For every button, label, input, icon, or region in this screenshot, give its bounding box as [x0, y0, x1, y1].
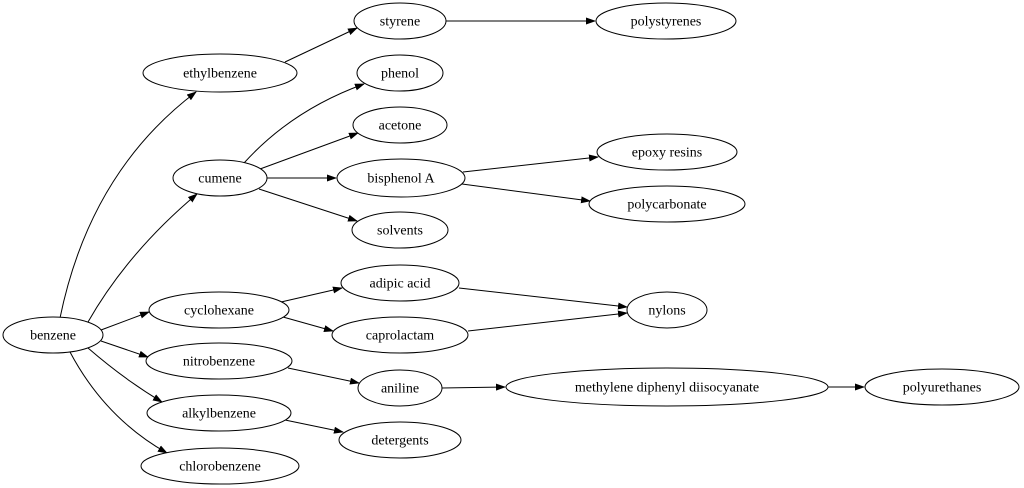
edge-benzene-ethylbenzene: [59, 91, 197, 319]
edge-alkylbenzene-detergents: [284, 419, 344, 434]
node-solvents-label: solvents: [377, 224, 423, 239]
node-adipicacid-shape: [340, 264, 460, 302]
node-solvents: solvents: [351, 211, 449, 249]
node-polyurethanes: polyurethanes: [864, 368, 1020, 406]
node-mdi: methylene diphenyl diisocyanate: [505, 367, 829, 407]
edge-nitrobenzene-aniline: [287, 367, 360, 385]
node-alkylbenzene-label: alkylbenzene: [182, 407, 256, 422]
node-mdi-shape: [505, 367, 829, 407]
edge-benzene-cumene: [87, 193, 198, 323]
node-phenol: phenol: [356, 54, 444, 92]
node-polystyrenes-shape: [595, 2, 737, 40]
node-polyurethanes-label: polyurethanes: [903, 381, 982, 396]
node-nylons-shape: [626, 291, 708, 329]
edge-bisphenolA-epoxyresins: [462, 154, 599, 173]
edge-cumene-phenol: [243, 83, 365, 164]
node-styrene-label: styrene: [380, 15, 420, 30]
edge-benzene-chlorobenzene: [69, 351, 168, 454]
node-nylons: nylons: [626, 291, 708, 329]
node-cumene-label: cumene: [198, 172, 242, 187]
node-caprolactam: caprolactam: [331, 316, 469, 354]
node-ethylbenzene: ethylbenzene: [142, 53, 298, 93]
edge-adipicacid-nylons: [458, 287, 628, 310]
node-detergents-label: detergents: [371, 434, 428, 449]
edge-cyclohexane-caprolactam: [282, 316, 334, 332]
node-alkylbenzene: alkylbenzene: [146, 394, 292, 432]
edge-bisphenolA-polycarbonate: [461, 183, 591, 204]
edge-benzene-nitrobenzene: [100, 340, 149, 358]
node-polycarbonate-label: polycarbonate: [627, 198, 706, 213]
node-adipicacid: adipic acid: [340, 264, 460, 302]
node-aniline: aniline: [357, 369, 443, 407]
node-bisphenolA-shape: [336, 158, 466, 198]
node-epoxyresins-label: epoxy resins: [632, 146, 702, 161]
node-solvents-shape: [351, 211, 449, 249]
node-benzene-label: benzene: [30, 329, 76, 344]
node-polystyrenes: polystyrenes: [595, 2, 737, 40]
node-cumene-shape: [172, 159, 268, 197]
node-phenol-shape: [356, 54, 444, 92]
edge-cyclohexane-adipicacid: [280, 286, 343, 303]
node-acetone: acetone: [352, 106, 448, 144]
node-alkylbenzene-shape: [146, 394, 292, 432]
node-nitrobenzene: nitrobenzene: [145, 342, 293, 380]
node-cumene: cumene: [172, 159, 268, 197]
node-epoxyresins: epoxy resins: [596, 133, 738, 171]
node-chlorobenzene-label: chlorobenzene: [179, 460, 261, 475]
node-styrene: styrene: [353, 2, 447, 40]
edge-aniline-mdi: [441, 383, 506, 391]
node-detergents: detergents: [338, 421, 462, 459]
node-phenol-label: phenol: [381, 67, 419, 82]
node-polyurethanes-shape: [864, 368, 1020, 406]
node-nitrobenzene-shape: [145, 342, 293, 380]
node-adipicacid-label: adipic acid: [369, 277, 430, 292]
node-ethylbenzene-label: ethylbenzene: [183, 67, 257, 82]
node-nylons-label: nylons: [648, 304, 685, 319]
node-mdi-label: methylene diphenyl diisocyanate: [575, 381, 759, 396]
edge-benzene-alkylbenzene: [87, 347, 163, 403]
node-benzene: benzene: [2, 316, 104, 354]
node-acetone-label: acetone: [379, 119, 422, 134]
edge-caprolactam-nylons: [467, 310, 628, 332]
edge-cumene-acetone: [259, 132, 359, 170]
node-styrene-shape: [353, 2, 447, 40]
node-bisphenolA: bisphenol A: [336, 158, 466, 198]
edge-cumene-solvents: [258, 188, 358, 222]
node-cyclohexane-label: cyclohexane: [184, 304, 254, 319]
node-cyclohexane-shape: [148, 291, 290, 329]
node-aniline-shape: [357, 369, 443, 407]
node-bisphenolA-label: bisphenol A: [367, 172, 435, 187]
node-polycarbonate-shape: [588, 185, 746, 223]
edge-benzene-cyclohexane: [100, 311, 150, 331]
node-polystyrenes-label: polystyrenes: [631, 15, 702, 30]
node-epoxyresins-shape: [596, 133, 738, 171]
node-caprolactam-shape: [331, 316, 469, 354]
edges-layer: [59, 17, 865, 454]
node-cyclohexane: cyclohexane: [148, 291, 290, 329]
node-polycarbonate: polycarbonate: [588, 185, 746, 223]
node-acetone-shape: [352, 106, 448, 144]
node-caprolactam-label: caprolactam: [366, 329, 435, 344]
node-nitrobenzene-label: nitrobenzene: [183, 355, 255, 370]
node-chlorobenzene: chlorobenzene: [140, 447, 300, 485]
node-ethylbenzene-shape: [142, 53, 298, 93]
edge-ethylbenzene-styrene: [284, 27, 358, 63]
node-chlorobenzene-shape: [140, 447, 300, 485]
node-benzene-shape: [2, 316, 104, 354]
node-detergents-shape: [338, 421, 462, 459]
node-aniline-label: aniline: [381, 382, 419, 397]
